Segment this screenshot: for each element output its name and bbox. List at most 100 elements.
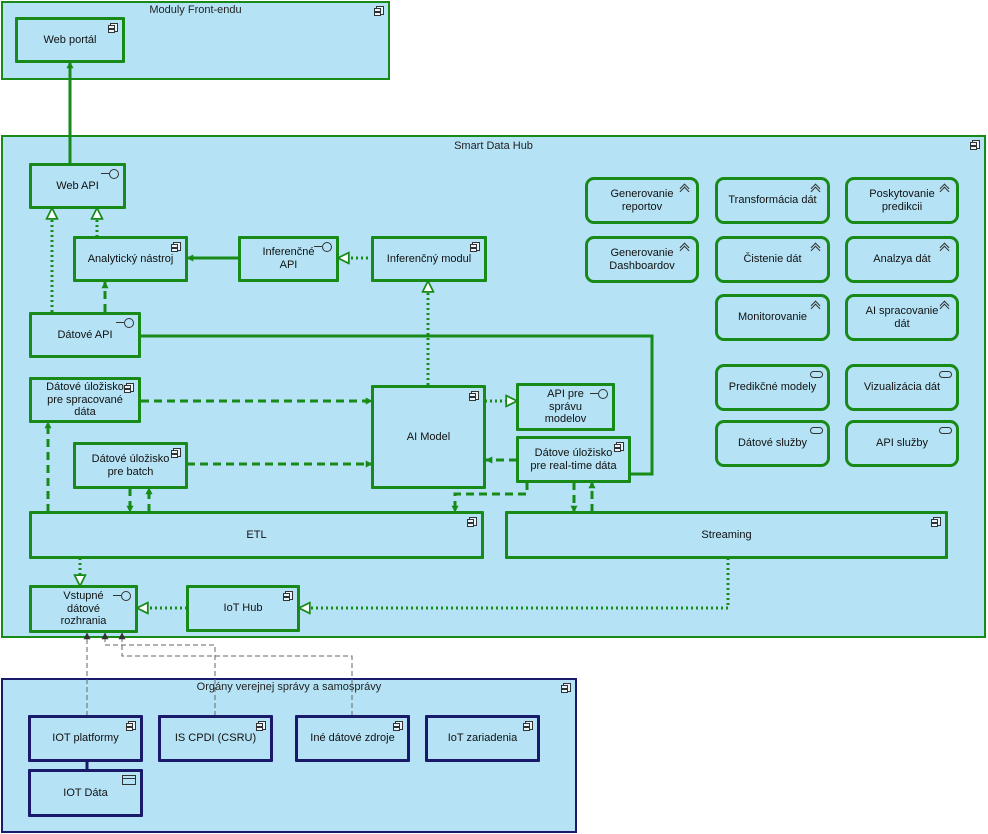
- other-data-sources-component[interactable]: Iné dátové zdroje: [295, 715, 410, 762]
- service-data-services[interactable]: Dátové služby: [715, 420, 830, 467]
- input-data-interfaces-label: Vstupné dátové rozhrania: [60, 590, 107, 628]
- iot-platforms-component[interactable]: IOT platformy: [28, 715, 143, 762]
- streaming-label: Streaming: [701, 528, 752, 541]
- service-icon: [939, 427, 952, 434]
- component-icon: [523, 721, 533, 731]
- web-api-interface[interactable]: Web API: [29, 163, 126, 209]
- component-icon: [108, 23, 118, 33]
- component-icon: [126, 721, 136, 731]
- function-label: Generovanie Dashboardov: [609, 246, 675, 272]
- ai-model-label: AI Model: [406, 430, 451, 443]
- iot-platforms-label: IOT platformy: [52, 732, 119, 745]
- function-dashboards[interactable]: Generovanie Dashboardov: [585, 236, 699, 283]
- web-portal-component[interactable]: Web portál: [15, 17, 125, 63]
- data-api-interface[interactable]: Dátové API: [29, 312, 141, 358]
- function-icon: [679, 243, 691, 253]
- function-label: Monitorovanie: [737, 311, 808, 324]
- service-icon: [810, 427, 823, 434]
- interface-icon: [116, 318, 134, 328]
- function-icon: [810, 301, 822, 311]
- processed-data-store-component[interactable]: Dátové úložisko pre spracované dáta: [29, 377, 141, 423]
- interface-icon: [590, 389, 608, 399]
- service-icon: [939, 371, 952, 378]
- smart-data-hub-title: Smart Data Hub: [454, 140, 533, 152]
- inference-api-label: Inferenčné API: [262, 246, 315, 271]
- model-management-api-label: API pre správu modelov: [544, 388, 587, 426]
- iot-hub-component[interactable]: IoT Hub: [186, 585, 300, 632]
- function-icon: [810, 184, 822, 194]
- function-label: Analzya dát: [873, 253, 931, 266]
- data-api-label: Dátové API: [57, 328, 113, 341]
- service-icon: [810, 371, 823, 378]
- inference-api-interface[interactable]: Inferenčné API: [238, 236, 339, 282]
- input-data-interfaces[interactable]: Vstupné dátové rozhrania: [29, 585, 138, 633]
- iot-devices-label: IoT zariadenia: [447, 732, 518, 745]
- function-icon: [939, 301, 951, 311]
- iot-devices-component[interactable]: IoT zariadenia: [425, 715, 540, 762]
- function-ai-processing[interactable]: AI spracovanie dát: [845, 294, 959, 341]
- component-icon: [931, 517, 941, 527]
- batch-data-store-label: Dátové úložisko pre batch: [91, 452, 170, 478]
- etl-component[interactable]: ETL: [29, 511, 484, 559]
- component-icon: [374, 6, 384, 16]
- inference-module-label: Inferenčný modul: [386, 252, 472, 265]
- component-icon: [470, 242, 480, 252]
- iot-data-label: IOT Dáta: [63, 786, 108, 799]
- function-icon: [679, 184, 691, 194]
- inference-module-component[interactable]: Inferenčný modul: [371, 236, 487, 282]
- iot-data-artifact[interactable]: IOT Dáta: [28, 769, 143, 817]
- function-predictions[interactable]: Poskytovanie predikcii: [845, 177, 959, 224]
- analytics-tool-label: Analytický nástroj: [87, 252, 174, 265]
- function-label: Čistenie dát: [743, 253, 802, 266]
- interface-icon: [113, 591, 131, 601]
- ai-model-component[interactable]: AI Model: [371, 385, 486, 489]
- component-icon: [469, 391, 479, 401]
- frontend-modules-title: Moduly Front-endu: [149, 4, 242, 16]
- service-label: API služby: [876, 437, 928, 450]
- component-icon: [256, 721, 266, 731]
- other-data-sources-label: Iné dátové zdroje: [310, 732, 395, 745]
- interface-icon: [314, 242, 332, 252]
- smart-data-hub-frame: Smart Data Hub: [1, 135, 986, 638]
- function-monitoring[interactable]: Monitorovanie: [715, 294, 830, 341]
- is-cpdi-component[interactable]: IS CPDI (CSRU): [158, 715, 273, 762]
- component-icon: [393, 721, 403, 731]
- function-cleaning[interactable]: Čistenie dát: [715, 236, 830, 283]
- component-icon: [171, 448, 181, 458]
- component-icon: [970, 140, 980, 150]
- component-icon: [171, 242, 181, 252]
- component-icon: [614, 442, 624, 452]
- iot-hub-label: IoT Hub: [223, 602, 263, 615]
- web-portal-label: Web portál: [43, 33, 97, 46]
- function-label: Poskytovanie predikcii: [869, 187, 935, 213]
- component-icon: [467, 517, 477, 527]
- service-predictive-models[interactable]: Predikčné modely: [715, 364, 830, 411]
- data-object-icon: [122, 775, 136, 785]
- analytics-tool-component[interactable]: Analytický nástroj: [73, 236, 188, 282]
- service-api-services[interactable]: API služby: [845, 420, 959, 467]
- function-icon: [939, 243, 951, 253]
- service-visualization[interactable]: Vizualizácia dát: [845, 364, 959, 411]
- interface-icon: [101, 169, 119, 179]
- is-cpdi-label: IS CPDI (CSRU): [174, 732, 257, 745]
- processed-data-store-label: Dátové úložisko pre spracované dáta: [46, 381, 124, 419]
- function-transformation[interactable]: Transformácia dát: [715, 177, 830, 224]
- function-analysis[interactable]: Analzya dát: [845, 236, 959, 283]
- etl-label: ETL: [246, 528, 267, 541]
- component-icon: [124, 383, 134, 393]
- realtime-data-store-component[interactable]: Dátove úložisko pre real-time dáta: [516, 436, 631, 483]
- realtime-data-store-label: Dátove úložisko pre real-time dáta: [530, 446, 617, 472]
- service-label: Dátové služby: [737, 437, 808, 450]
- streaming-component[interactable]: Streaming: [505, 511, 948, 559]
- function-label: Generovanie reportov: [610, 187, 674, 213]
- public-administration-title: Orgány verejnej správy a samosprávy: [196, 681, 382, 693]
- function-label: Transformácia dát: [728, 194, 817, 207]
- component-icon: [283, 591, 293, 601]
- batch-data-store-component[interactable]: Dátové úložisko pre batch: [73, 442, 188, 489]
- function-reports[interactable]: Generovanie reportov: [585, 177, 699, 224]
- function-icon: [810, 243, 822, 253]
- function-icon: [939, 184, 951, 194]
- model-management-api-interface[interactable]: API pre správu modelov: [516, 383, 615, 431]
- component-icon: [561, 683, 571, 693]
- service-label: Vizualizácia dát: [863, 381, 941, 394]
